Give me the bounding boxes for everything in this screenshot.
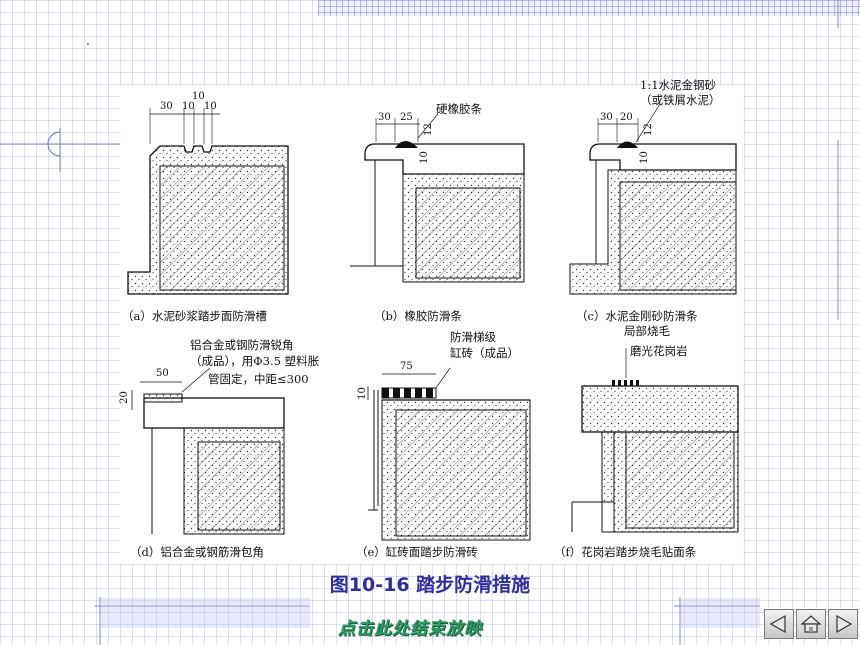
panel-b-dim-12: 12 bbox=[422, 123, 434, 136]
panel-d-label-line3: 管固定，中距≤300 bbox=[208, 372, 309, 386]
panel-e-dim-75: 75 bbox=[400, 361, 413, 372]
figure-drawing bbox=[127, 103, 739, 541]
panel-a-dim-10b: 10 bbox=[192, 91, 205, 102]
end-show-link[interactable]: 点击此处结束放映 bbox=[338, 619, 482, 639]
panel-c-dim-12: 12 bbox=[642, 123, 654, 136]
panel-d-caption: （d）铝合金或钢筋滑包角 bbox=[130, 545, 264, 559]
panel-e-label-line2: 缸砖（成品） bbox=[450, 346, 519, 360]
panel-b-dim-30: 30 bbox=[378, 112, 391, 123]
panel-f-caption: （f）花岗岩踏步烧毛贴面条 bbox=[554, 545, 697, 559]
panel-b-caption: （b）橡胶防滑条 bbox=[374, 309, 462, 323]
panel-d-label-line1: 铝合金或钢防滑锐角 bbox=[190, 338, 294, 352]
panel-e-drawing bbox=[367, 367, 531, 541]
panel-b-dim-10: 10 bbox=[418, 151, 430, 164]
panel-f-drawing bbox=[571, 348, 739, 533]
panel-c-dim-30: 30 bbox=[600, 112, 613, 123]
stair-antislip-figure: 30 10 10 10 30 25 10 12 硬橡胶条 30 20 10 12… bbox=[118, 78, 744, 564]
panel-b-dim-25: 25 bbox=[400, 112, 413, 123]
top-decor-band bbox=[318, 0, 860, 16]
panel-f-label-line1: 局部烧毛 bbox=[624, 324, 670, 338]
panel-a-drawing bbox=[127, 108, 289, 295]
panel-e-dim-10: 10 bbox=[356, 387, 368, 400]
panel-d-drawing bbox=[131, 367, 285, 535]
arrow-left-icon bbox=[769, 614, 786, 634]
panel-e-label-line1: 防滑梯级 bbox=[450, 330, 496, 344]
panel-a-dim-10a: 10 bbox=[182, 101, 195, 112]
panel-f-label-line2: 磨光花岗岩 bbox=[630, 344, 688, 358]
panel-d-dim-50: 50 bbox=[156, 368, 169, 379]
panel-a-caption: （a）水泥砂浆踏步面防滑槽 bbox=[122, 309, 267, 323]
panel-c-dim-20: 20 bbox=[620, 112, 633, 123]
slide-dot: . bbox=[86, 34, 90, 48]
panel-c-label-line1: 1:1水泥金钢砂 bbox=[640, 78, 717, 92]
panel-a-dim-10c: 10 bbox=[204, 101, 217, 112]
panel-a-dim-30: 30 bbox=[160, 101, 173, 112]
home-icon bbox=[800, 615, 822, 633]
figure-title: 图10-16 踏步防滑措施 bbox=[329, 574, 531, 596]
home-button[interactable] bbox=[796, 609, 826, 639]
panel-c-drawing bbox=[569, 103, 737, 295]
panel-d-dim-20: 20 bbox=[118, 391, 130, 404]
panel-d-label-line2: （成品），用Φ3.5 塑料胀 bbox=[190, 354, 320, 368]
next-slide-button[interactable] bbox=[828, 609, 858, 639]
arrow-right-icon bbox=[836, 614, 853, 634]
panel-b-drawing bbox=[350, 113, 525, 283]
panel-c-caption: （c）水泥金刚砂防滑条 bbox=[576, 309, 698, 323]
panel-b-label: 硬橡胶条 bbox=[436, 102, 482, 116]
prev-slide-button[interactable] bbox=[764, 609, 794, 639]
panel-e-caption: （e）缸砖面踏步防滑砖 bbox=[356, 545, 478, 559]
panel-c-label-line2: （或铁屑水泥） bbox=[640, 93, 721, 107]
panel-c-dim-10: 10 bbox=[638, 151, 650, 164]
